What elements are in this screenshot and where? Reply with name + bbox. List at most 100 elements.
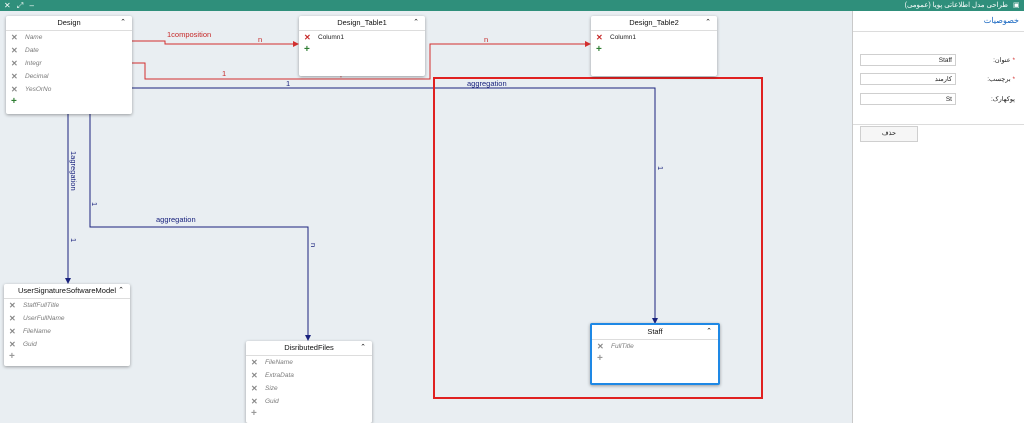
delete-icon[interactable]: ✕: [9, 301, 16, 310]
relation-label: aggregation: [156, 215, 196, 224]
field-row[interactable]: ✕ Guid: [246, 395, 372, 408]
required-icon: *: [1012, 57, 1015, 64]
title-input[interactable]: Staff: [860, 54, 956, 66]
field-row[interactable]: ✕ FullTitle: [592, 340, 718, 353]
field-row[interactable]: ✕ StaffFullTitle: [4, 299, 130, 312]
divider: [853, 31, 1024, 32]
delete-icon[interactable]: ✕: [251, 397, 258, 406]
field-row[interactable]: ✕ Size: [246, 382, 372, 395]
required-icon: *: [1012, 76, 1015, 83]
title-label: * عنوان:: [993, 57, 1015, 64]
field-name: StaffFullTitle: [23, 302, 60, 309]
chevron-up-icon[interactable]: ⌃: [120, 19, 126, 26]
field-row[interactable]: ✕YesOrNo: [6, 83, 132, 96]
chevron-up-icon[interactable]: ⌃: [413, 19, 419, 26]
field-row[interactable]: ✕Name: [6, 31, 132, 44]
field-row[interactable]: ✕ Guid: [4, 338, 130, 351]
delete-icon[interactable]: ✕: [597, 342, 604, 351]
field-name: Size: [265, 385, 278, 392]
add-field-icon[interactable]: +: [9, 351, 15, 362]
label-input[interactable]: کارمند: [860, 73, 956, 85]
chevron-up-icon[interactable]: ⌃: [706, 328, 712, 335]
field-name: FullTitle: [611, 343, 634, 350]
delete-icon[interactable]: ✕: [11, 46, 18, 55]
add-field-icon[interactable]: +: [596, 44, 602, 55]
label-field: کارمند * برچسب:: [860, 73, 1017, 86]
delete-icon[interactable]: ✕: [304, 33, 311, 42]
chevron-up-icon[interactable]: ⌃: [705, 19, 711, 26]
highlight-box: [433, 77, 763, 399]
properties-panel: خصوصیات Staff * عنوان: کارمند * برچسب: S…: [852, 11, 1024, 423]
delete-icon[interactable]: ✕: [9, 327, 16, 336]
delete-icon[interactable]: ✕: [596, 33, 603, 42]
entity-title: UserSignatureSoftwareModel: [18, 286, 116, 295]
relation-multiplicity: 1: [69, 238, 78, 243]
relation-label: 1composition: [167, 30, 212, 39]
add-field-icon[interactable]: +: [11, 96, 17, 107]
field-name: ExtraData: [265, 372, 294, 379]
entity-title: Design: [57, 18, 81, 27]
field-row[interactable]: ✕ Column1: [591, 31, 717, 44]
field-name: FileName: [23, 328, 51, 335]
entity-title: Design_Table2: [629, 18, 679, 27]
relation-multiplicity: n: [309, 243, 318, 248]
field-row[interactable]: ✕ FileName: [246, 356, 372, 369]
field-row[interactable]: ✕ Date: [6, 44, 132, 57]
field-name: Guid: [265, 398, 279, 405]
delete-icon[interactable]: ✕: [11, 33, 18, 42]
entity-header[interactable]: Staff ⌃: [592, 325, 718, 340]
entity-user-signature[interactable]: UserSignatureSoftwareModel⌃ ✕ StaffFullTi…: [4, 284, 130, 366]
window-controls[interactable]: ✕ ⤢ –: [4, 1, 36, 10]
entity-design-table1[interactable]: Design_Table1 ⌃ ✕Column1 +: [299, 16, 425, 76]
relation-multiplicity: 1: [286, 79, 291, 88]
title-field: Staff * عنوان:: [860, 54, 1017, 67]
entity-staff[interactable]: Staff ⌃ ✕ FullTitle +: [590, 323, 720, 385]
field-row[interactable]: ✕UserFullName: [4, 312, 130, 325]
delete-icon[interactable]: ✕: [9, 314, 16, 323]
entity-header[interactable]: UserSignatureSoftwareModel⌃: [4, 284, 130, 299]
field-row[interactable]: ✕Column1: [299, 31, 425, 44]
delete-icon[interactable]: ✕: [251, 384, 258, 393]
field-name: Decimal: [25, 73, 49, 80]
entity-header[interactable]: Design_Table2 ⌃: [591, 16, 717, 31]
entity-header[interactable]: Design_Table1 ⌃: [299, 16, 425, 31]
field-row[interactable]: ✕ Decimal: [6, 70, 132, 83]
entity-title: Design_Table1: [337, 18, 387, 27]
chevron-up-icon[interactable]: ⌃: [360, 344, 366, 351]
add-field-icon[interactable]: +: [597, 353, 603, 364]
field-row[interactable]: ✕ ExtraData: [246, 369, 372, 382]
prefix-input[interactable]: St: [860, 93, 956, 105]
window-title: طراحی مدل اطلاعاتی پویا (عمومی): [904, 2, 1008, 9]
entity-title: Staff: [647, 327, 663, 336]
delete-icon[interactable]: ✕: [251, 358, 258, 367]
app-logo-icon: ▣: [1013, 2, 1020, 9]
field-name: Integr: [25, 60, 42, 67]
field-name: FileName: [265, 359, 293, 366]
relation-multiplicity: 1: [90, 202, 99, 207]
entity-header[interactable]: DisributedFiles⌃: [246, 341, 372, 356]
entity-distributed-files[interactable]: DisributedFiles⌃ ✕ FileName ✕ ExtraData ✕ S…: [246, 341, 372, 423]
delete-button[interactable]: حذف: [860, 126, 918, 142]
relation-label: aggregation: [467, 79, 507, 88]
add-field-icon[interactable]: +: [251, 408, 257, 419]
field-row[interactable]: ✕ FileName: [4, 325, 130, 338]
diagram-canvas[interactable]: 1composition n 1 composition n 1 aggrega…: [0, 11, 852, 423]
relation-multiplicity: 1: [222, 69, 227, 78]
chevron-up-icon[interactable]: ⌃: [118, 287, 124, 294]
field-row[interactable]: ✕ Integr: [6, 57, 132, 70]
field-name: Column1: [610, 34, 637, 41]
panel-title: خصوصیات: [983, 16, 1019, 25]
entity-header[interactable]: Design ⌃: [6, 16, 132, 31]
field-name: Guid: [23, 341, 37, 348]
delete-icon[interactable]: ✕: [11, 85, 18, 94]
delete-icon[interactable]: ✕: [11, 59, 18, 68]
relation-multiplicity: n: [258, 35, 263, 44]
delete-icon[interactable]: ✕: [11, 72, 18, 81]
delete-icon[interactable]: ✕: [251, 371, 258, 380]
relation-multiplicity: n: [484, 35, 489, 44]
delete-icon[interactable]: ✕: [9, 340, 16, 349]
entity-design-table2[interactable]: Design_Table2 ⌃ ✕ Column1 +: [591, 16, 717, 76]
entity-design[interactable]: Design ⌃ ✕Name ✕ Date ✕ Integr ✕ Decimal ✕Ye…: [6, 16, 132, 114]
field-name: Date: [25, 47, 39, 54]
add-field-icon[interactable]: +: [304, 44, 310, 55]
